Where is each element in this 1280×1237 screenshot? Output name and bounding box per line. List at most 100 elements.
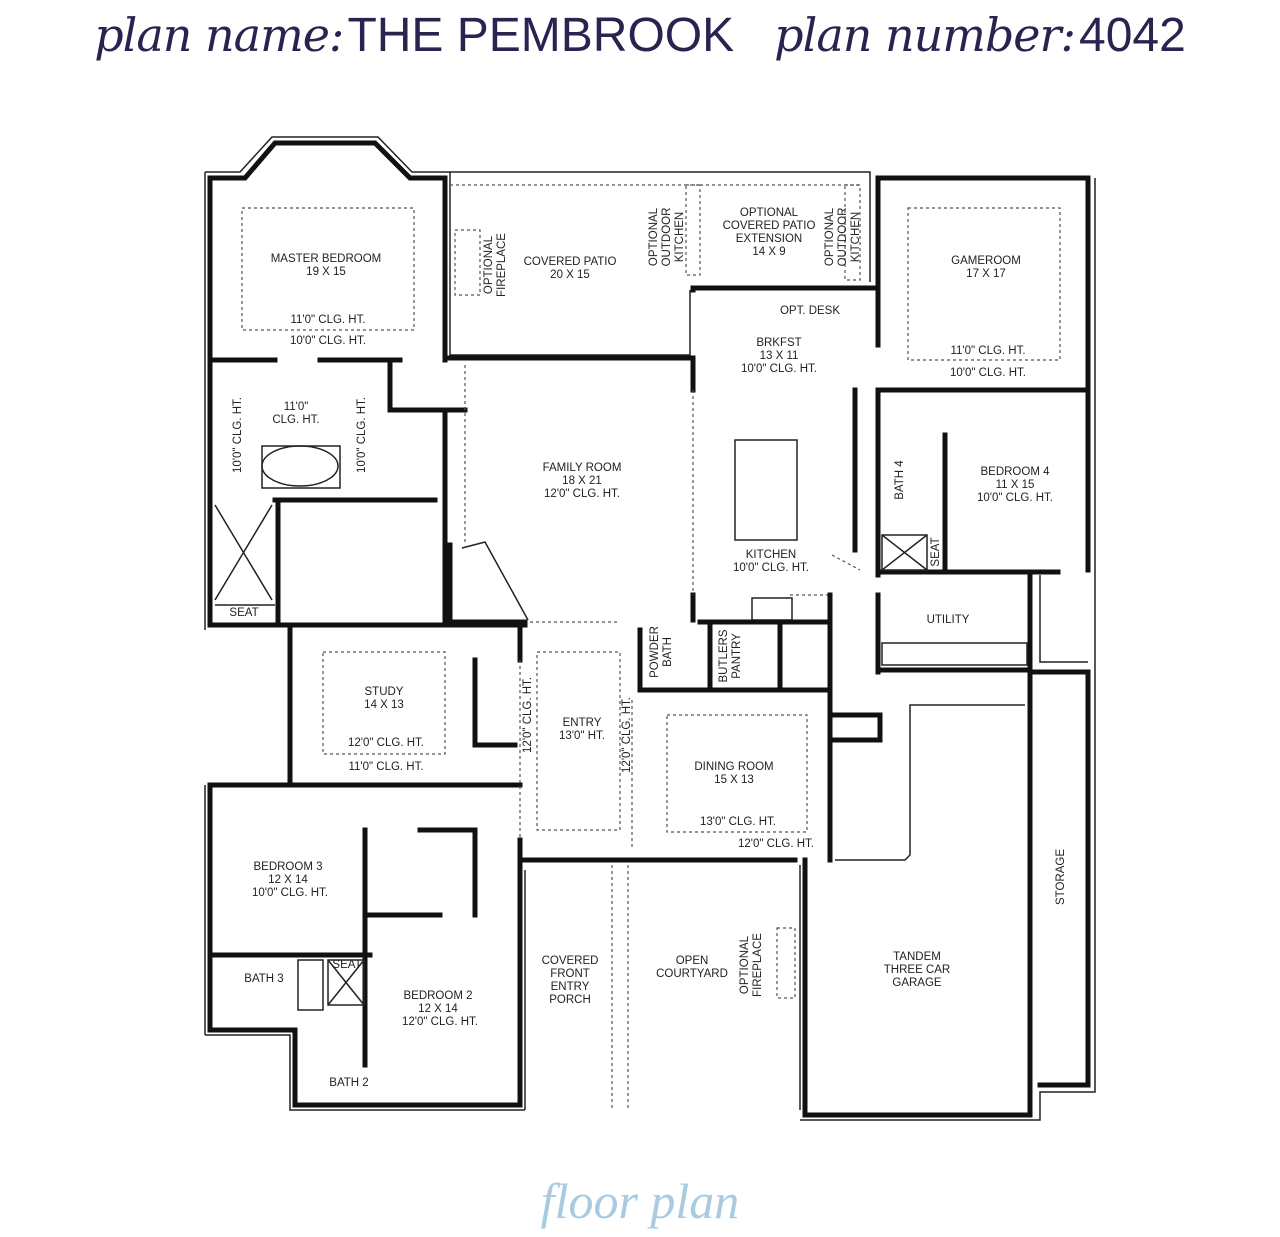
svg-text:GARAGE: GARAGE [892,977,942,989]
svg-text:12'0" CLG. HT.: 12'0" CLG. HT. [544,488,620,500]
master-bath-label: 11'0" CLG. HT. 10'0" CLG. HT. 10'0" CLG.… [229,397,368,619]
bath-4-label: BATH 4 SEAT [894,460,942,567]
bath-2-label: BATH 2 [329,1077,368,1089]
svg-text:BATH 4: BATH 4 [894,460,906,500]
svg-text:11 X 15: 11 X 15 [996,479,1035,491]
svg-text:12 X 14: 12 X 14 [418,1003,458,1015]
svg-text:FIREPLACE: FIREPLACE [752,933,764,997]
svg-text:12'0" CLG. HT.: 12'0" CLG. HT. [621,697,633,773]
svg-text:OPTIONAL: OPTIONAL [648,207,660,266]
svg-text:BEDROOM 4: BEDROOM 4 [980,466,1050,478]
svg-text:THREE CAR: THREE CAR [884,964,950,976]
svg-text:12'0" CLG. HT.: 12'0" CLG. HT. [738,838,814,850]
plan-name-label: plan name: [94,8,344,62]
utility-label: UTILITY [927,614,970,626]
courtyard-label: OPEN COURTYARD OPTIONAL FIREPLACE [656,933,764,997]
svg-text:20 X 15: 20 X 15 [550,269,590,281]
svg-text:17 X 17: 17 X 17 [966,268,1006,280]
svg-text:PORCH: PORCH [549,994,591,1006]
patio-extension-label: OPTIONAL COVERED PATIO EXTENSION 14 X 9 … [723,207,862,266]
plan-title: plan name: THE PEMBROOK plan number: 404… [0,8,1280,63]
walls [204,136,1096,1121]
svg-text:11'0" CLG. HT.: 11'0" CLG. HT. [290,314,365,326]
covered-patio-label: COVERED PATIO 20 X 15 OPTIONAL FIREPLACE… [483,207,686,297]
svg-text:OPTIONAL: OPTIONAL [483,235,495,294]
svg-text:14 X 13: 14 X 13 [364,699,404,711]
svg-text:BRKFST: BRKFST [756,337,801,349]
svg-text:BEDROOM 3: BEDROOM 3 [253,861,322,873]
svg-text:10'0" CLG. HT.: 10'0" CLG. HT. [741,363,817,375]
svg-text:15 X 13: 15 X 13 [714,774,754,786]
svg-text:BATH: BATH [662,637,674,667]
svg-text:11'0": 11'0" [284,401,309,413]
bedroom-3-label: BEDROOM 3 12 X 14 10'0" CLG. HT. [252,861,328,899]
svg-text:18 X 21: 18 X 21 [562,475,602,487]
svg-text:MASTER BEDROOM: MASTER BEDROOM [271,253,382,265]
svg-text:10'0" CLG. HT.: 10'0" CLG. HT. [977,492,1053,504]
svg-text:CLG. HT.: CLG. HT. [272,414,319,426]
svg-text:DINING ROOM: DINING ROOM [694,761,773,773]
svg-text:OPT. DESK: OPT. DESK [780,305,840,317]
kitchen-label: KITCHEN 10'0" CLG. HT. [733,549,809,574]
svg-text:SEAT: SEAT [332,959,361,971]
svg-text:BATH 3: BATH 3 [244,973,283,985]
svg-text:11'0" CLG. HT.: 11'0" CLG. HT. [348,761,423,773]
plan-number: 4042 [1079,9,1186,62]
svg-text:13'0" HT.: 13'0" HT. [559,730,605,742]
svg-text:BUTLERS: BUTLERS [718,629,730,682]
storage-label: STORAGE [1055,849,1067,905]
powder-bath-label: POWDER BATH [649,626,674,678]
svg-text:10'0" CLG. HT.: 10'0" CLG. HT. [356,397,368,473]
svg-text:13'0" CLG. HT.: 13'0" CLG. HT. [700,816,776,828]
svg-text:10'0" CLG. HT.: 10'0" CLG. HT. [252,887,328,899]
svg-text:ENTRY: ENTRY [563,717,602,729]
svg-text:ENTRY: ENTRY [551,981,590,993]
master-bedroom-label: MASTER BEDROOM 19 X 15 11'0" CLG. HT. 10… [271,253,382,347]
svg-text:FIREPLACE: FIREPLACE [496,233,508,297]
bath-3-label: BATH 3 SEAT [244,959,361,985]
svg-text:OPTIONAL: OPTIONAL [824,207,836,266]
svg-text:STUDY: STUDY [365,686,404,698]
svg-text:11'0" CLG. HT.: 11'0" CLG. HT. [950,345,1025,357]
svg-text:FAMILY ROOM: FAMILY ROOM [543,462,622,474]
entry-label: ENTRY 13'0" HT. 12'0" CLG. HT. 12'0" CLG… [522,677,633,773]
brkfst-label: OPT. DESK BRKFST 13 X 11 10'0" CLG. HT. [741,305,840,375]
svg-text:10'0" CLG. HT.: 10'0" CLG. HT. [232,397,244,473]
svg-text:10'0" CLG. HT.: 10'0" CLG. HT. [733,562,809,574]
butlers-pantry-label: BUTLERS PANTRY [718,629,743,682]
svg-text:GAMEROOM: GAMEROOM [951,255,1021,267]
svg-text:EXTENSION: EXTENSION [736,233,802,245]
plan-name: THE PEMBROOK [347,9,735,62]
svg-text:OPTIONAL: OPTIONAL [740,207,799,219]
svg-text:OPEN: OPEN [676,955,709,967]
study-label: STUDY 14 X 13 12'0" CLG. HT. 11'0" CLG. … [348,686,424,773]
family-room-label: FAMILY ROOM 18 X 21 12'0" CLG. HT. [543,462,622,500]
svg-text:PANTRY: PANTRY [731,633,743,679]
svg-text:12'0" CLG. HT.: 12'0" CLG. HT. [522,677,534,753]
svg-text:KITCHEN: KITCHEN [746,549,796,561]
dining-room-label: DINING ROOM 15 X 13 13'0" CLG. HT. 12'0"… [694,761,814,850]
svg-text:KITCHEN: KITCHEN [850,212,862,262]
floor-plan-caption: floor plan [540,1173,740,1229]
svg-text:19 X 15: 19 X 15 [306,266,346,278]
svg-text:SEAT: SEAT [930,537,942,566]
svg-text:COURTYARD: COURTYARD [656,968,728,980]
garage-label: TANDEM THREE CAR GARAGE [884,951,950,989]
svg-text:OUTDOOR: OUTDOOR [837,208,849,267]
svg-text:POWDER: POWDER [649,626,661,678]
svg-text:12 X 14: 12 X 14 [268,874,308,886]
plan-number-label: plan number: [774,8,1076,62]
bedroom-2-label: BEDROOM 2 12 X 14 12'0" CLG. HT. [402,990,478,1028]
svg-text:COVERED PATIO: COVERED PATIO [524,256,617,268]
svg-text:10'0" CLG. HT.: 10'0" CLG. HT. [950,367,1026,379]
gameroom-label: GAMEROOM 17 X 17 11'0" CLG. HT. 10'0" CL… [950,255,1026,379]
svg-text:KITCHEN: KITCHEN [674,212,686,262]
svg-text:10'0" CLG. HT.: 10'0" CLG. HT. [290,335,366,347]
svg-text:BEDROOM 2: BEDROOM 2 [403,990,472,1002]
svg-text:COVERED: COVERED [542,955,599,967]
bedroom-4-label: BEDROOM 4 11 X 15 10'0" CLG. HT. [977,466,1053,504]
svg-text:12'0" CLG. HT.: 12'0" CLG. HT. [348,737,424,749]
svg-text:OUTDOOR: OUTDOOR [661,208,673,267]
svg-text:TANDEM: TANDEM [893,951,941,963]
